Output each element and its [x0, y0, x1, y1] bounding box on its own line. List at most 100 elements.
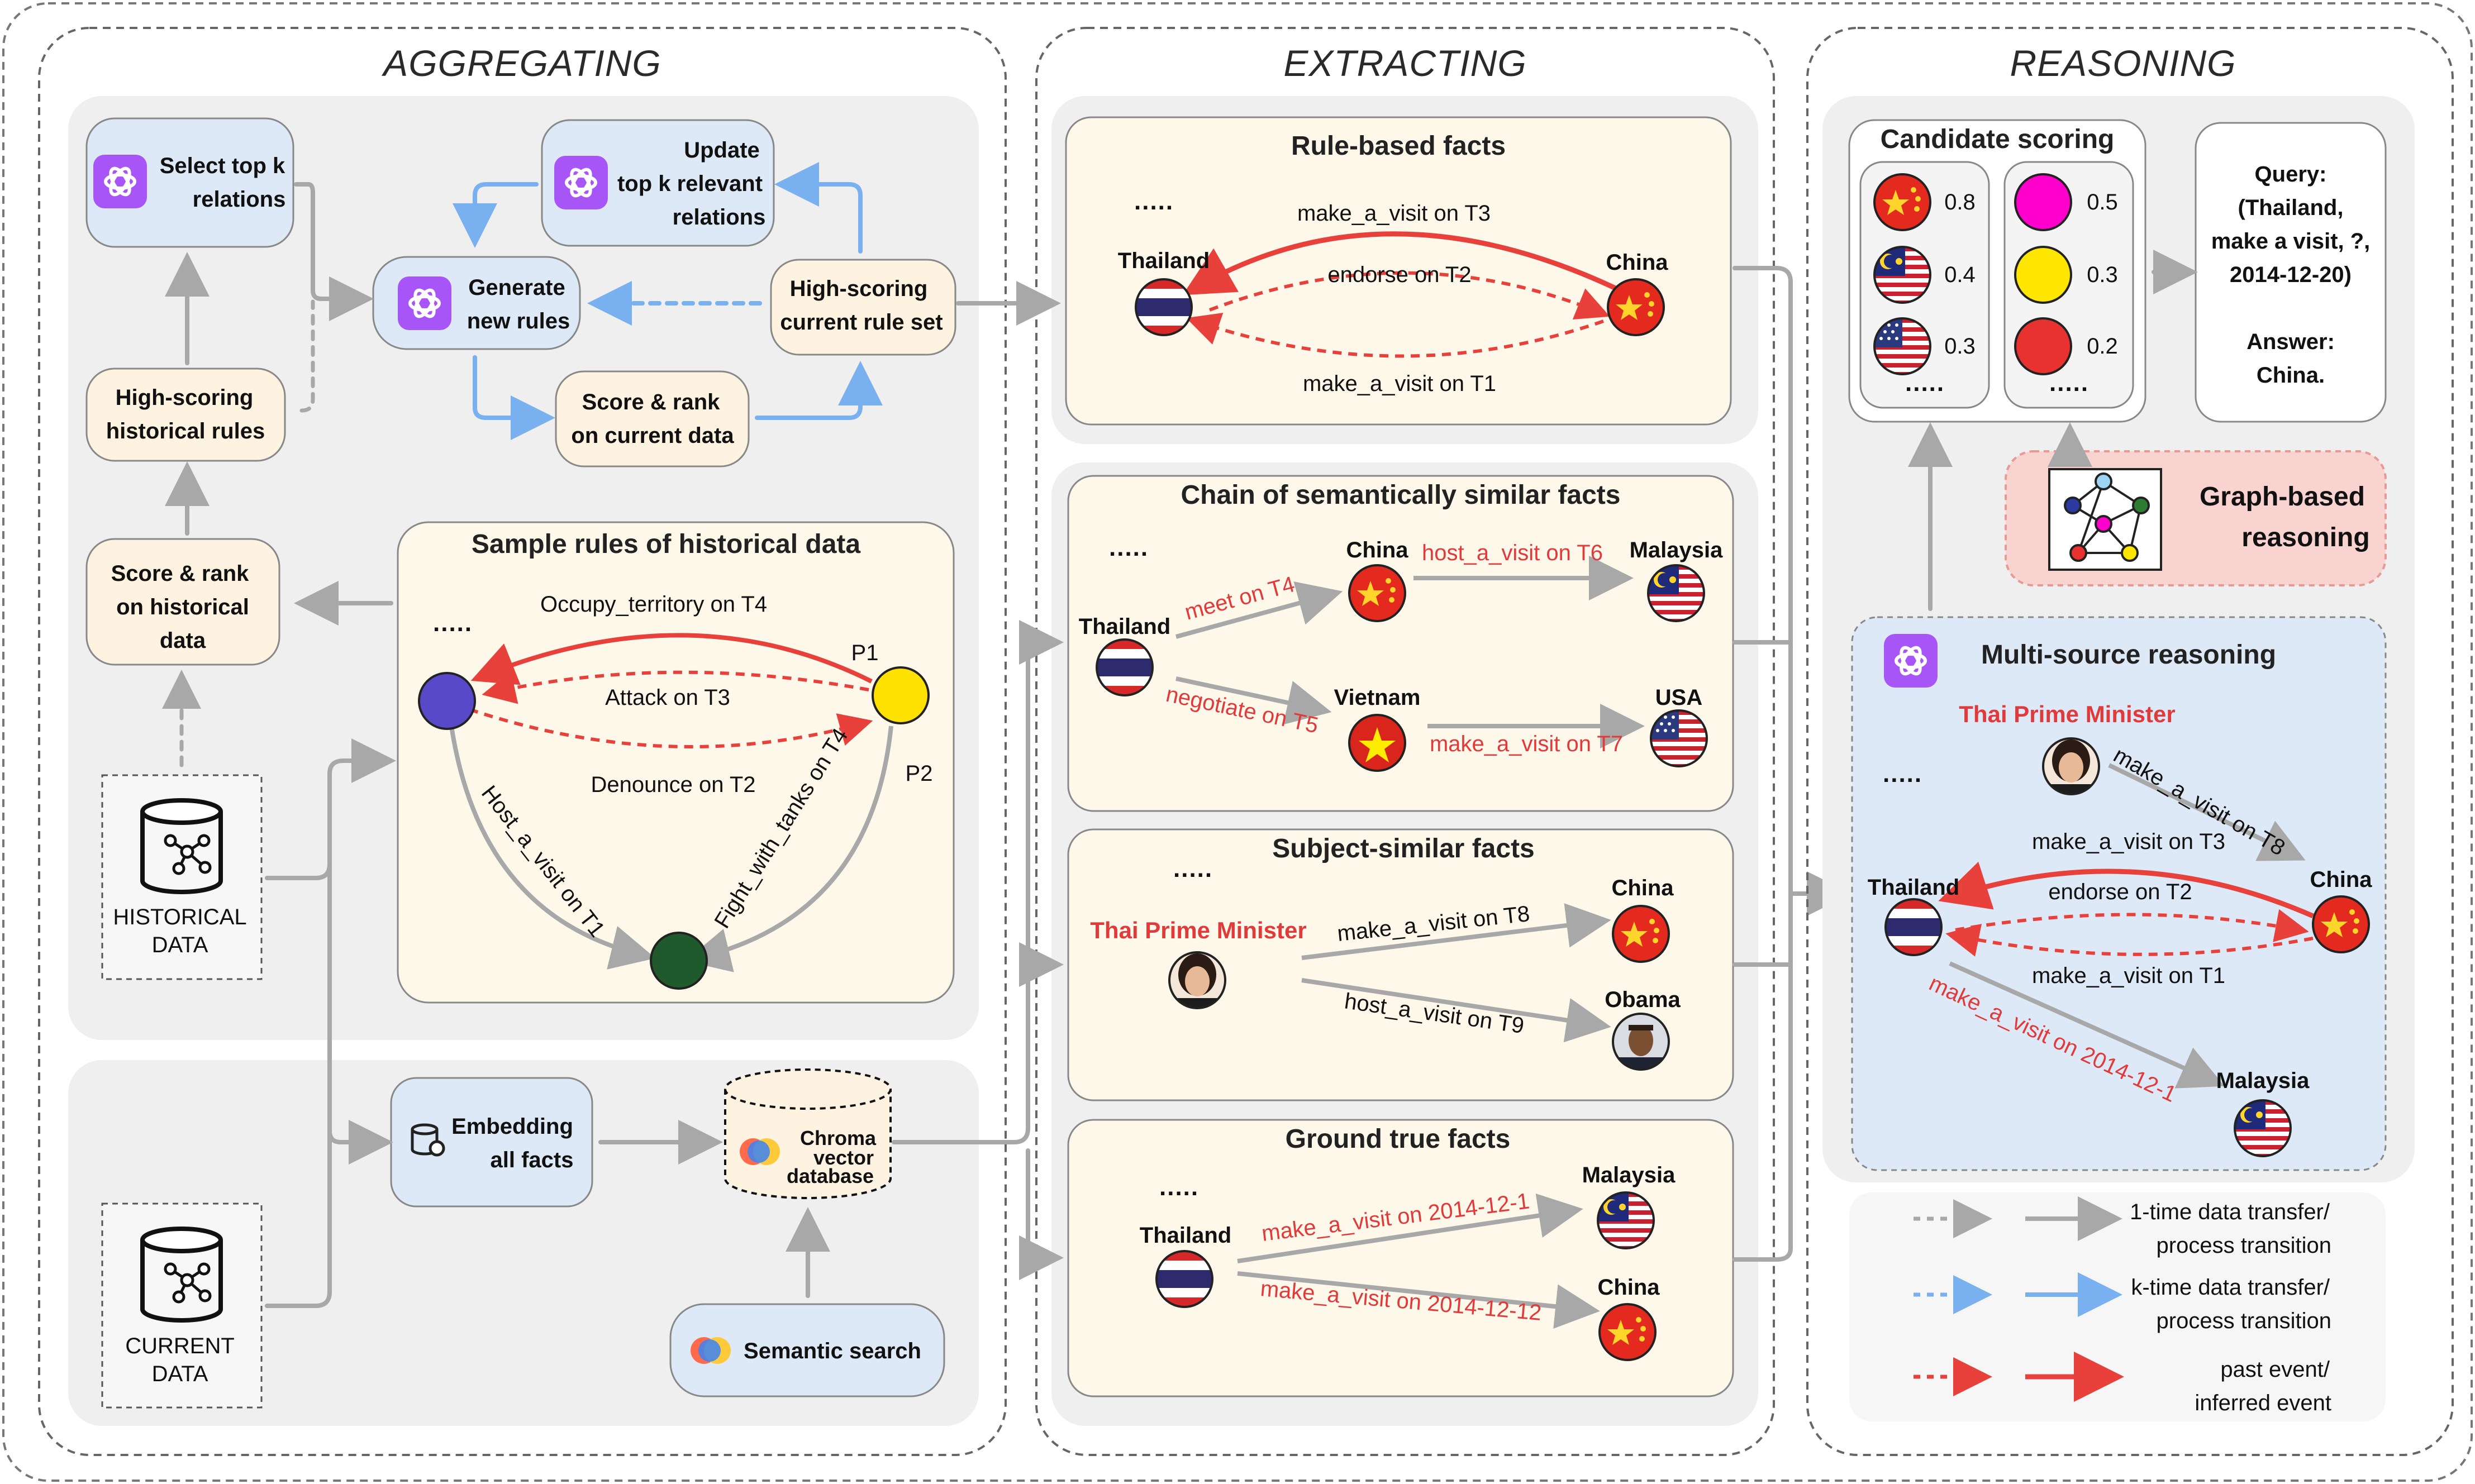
generate-line2: new rules [467, 309, 570, 333]
ms-label-t1: make_a_visit on T1 [2032, 963, 2225, 988]
rb-subject: Thailand [1118, 249, 1210, 273]
aggregating-bottom-arrows [265, 738, 830, 1308]
usa-flag-icon [1651, 710, 1707, 769]
chain-title: Chain of semantically similar facts [1181, 480, 1621, 510]
ms-node-china: China [2310, 867, 2372, 892]
legend: 1-time data transfer/ process transition… [1849, 1192, 2386, 1421]
node-green [650, 932, 708, 990]
ms-edge-t1 [1945, 923, 2314, 957]
ms-edge-t8 [2108, 763, 2306, 861]
subject-similar-subject: Thai Prime Minister [1090, 917, 1306, 943]
china-flag-icon [1598, 1303, 1657, 1361]
ms-label-t3: make_a_visit on T3 [2032, 829, 2225, 854]
query-line4: 2014-12-20) [2230, 263, 2352, 287]
china-flag-icon [1612, 905, 1670, 963]
edge-fight [685, 726, 893, 972]
vietnam-flag-icon [1348, 714, 1406, 772]
edge-host [449, 726, 656, 970]
rule-based-title: Rule-based facts [1291, 131, 1506, 161]
cand-right-ellipsis: ..... [2049, 369, 2089, 397]
sr-hist-line2: on historical [116, 595, 249, 619]
rb-label-t1: make_a_visit on T1 [1303, 371, 1496, 396]
score-rank-current-box: Score & rank on current data [555, 370, 750, 467]
ss-object-china: China [1611, 876, 1674, 900]
high-scoring-current-box: High-scoring current rule set [770, 259, 956, 356]
edge-attack [482, 670, 869, 704]
score-rank-historical-box: Score & rank on historical data [85, 538, 280, 666]
rb-object: China [1606, 250, 1668, 275]
extracting-title: EXTRACTING [1283, 42, 1526, 84]
cand-left-score-0: 0.8 [1944, 190, 1976, 214]
rb-label-t2: endorse on T2 [1327, 263, 1471, 287]
cand-node-yellow [2014, 246, 2072, 304]
select-top-k-line2: relations [193, 187, 286, 212]
ground-true-box: Ground true facts ..... Thailand make_a_… [1067, 1119, 1734, 1397]
legend-2-line1: k-time data transfer/ [2131, 1275, 2330, 1300]
graph-icon-node [2121, 544, 2139, 562]
cand-left-score-2: 0.3 [1944, 334, 1976, 359]
ground-true-title: Ground true facts [1286, 1124, 1511, 1154]
current-line2: DATA [152, 1362, 208, 1386]
query-line2: (Thailand, [2238, 195, 2344, 220]
database-search-icon [411, 1123, 445, 1157]
ms-edge-dec1 [1949, 961, 2225, 1089]
subject-similar-ellipsis: ..... [1173, 855, 1213, 882]
historical-line2: DATA [152, 933, 208, 957]
chroma-line2: vector [813, 1146, 874, 1169]
historical-line1: HISTORICAL [113, 905, 246, 929]
chain-node-vietnam: Vietnam [1334, 685, 1421, 710]
graph-icon-node [2132, 497, 2150, 514]
semantic-search-box: Semantic search [669, 1303, 945, 1397]
update-line2: top k relevant [617, 171, 763, 196]
graph-icon-node [2095, 473, 2112, 490]
edge-label-occupy: Occupy_territory on T4 [540, 592, 767, 617]
legend-1-line2: process transition [2157, 1233, 2331, 1258]
semantic-search-label: Semantic search [744, 1339, 921, 1363]
sr-hist-line3: data [160, 628, 206, 653]
chain-edges [1175, 556, 1645, 748]
update-line1: Update [684, 138, 760, 163]
extracting-arrows [892, 266, 1852, 1280]
historical-data-box: HISTORICAL DATA [101, 774, 263, 980]
answer-line1: Answer: [2246, 330, 2335, 354]
ms-node-thailand: Thailand [1868, 875, 1959, 900]
sample-rules-ellipsis: ..... [433, 609, 473, 637]
malaysia-flag-icon [1874, 247, 1930, 305]
thailand-flag-icon [1156, 1251, 1212, 1307]
legend-1-line1: 1-time data transfer/ [2130, 1200, 2330, 1224]
aggregating-section: AGGREGATING Select top k relations Updat… [38, 27, 1007, 1456]
current-line1: CURRENT [125, 1334, 235, 1358]
rule-based-facts-box: Rule-based facts ..... make_a_visit on T… [1065, 116, 1732, 426]
china-flag-icon [2312, 895, 2370, 953]
subject-similar-edges [1301, 903, 1611, 1043]
label-p1: P1 [851, 641, 879, 665]
chain-facts-box: Chain of semantically similar facts ....… [1067, 475, 1734, 812]
chroma-line1: Chroma [800, 1127, 877, 1149]
usa-flag-icon [1874, 318, 1930, 376]
chain-node-malaysia: Malaysia [1630, 538, 1724, 562]
chain-label-host: host_a_visit on T6 [1422, 541, 1603, 565]
generate-new-rules-box: Generate new rules [372, 256, 581, 350]
thailand-flag-icon [1886, 899, 1941, 955]
aggregating-title: AGGREGATING [381, 42, 661, 84]
reasoning-arrows [1908, 250, 2198, 611]
edge-occupy [470, 633, 873, 685]
graph-icon-node [2069, 544, 2087, 562]
chain-node-usa: USA [1655, 685, 1702, 710]
embedding-box: Embedding all facts [390, 1077, 593, 1208]
reasoning-section: REASONING Candidate scoring 0.8 0.4 0.3 … [1806, 27, 2454, 1456]
update-line3: relations [673, 205, 766, 230]
hs-current-line2: current rule set [780, 310, 943, 335]
aggregating-arrows [162, 162, 883, 767]
cand-right-score-0: 0.5 [2087, 190, 2118, 214]
multi-source-title: Multi-source reasoning [1981, 640, 2276, 670]
edge-make-visit-t3 [1182, 231, 1621, 295]
ms-node-malaysia: Malaysia [2216, 1068, 2310, 1093]
malaysia-flag-icon [1598, 1192, 1654, 1251]
multi-source-person: Thai Prime Minister [1959, 701, 2175, 727]
legend-3-line1: past event/ [2220, 1357, 2330, 1382]
edge-label-denounce: Denounce on T2 [591, 772, 755, 797]
chain-ellipsis: ..... [1109, 534, 1149, 561]
